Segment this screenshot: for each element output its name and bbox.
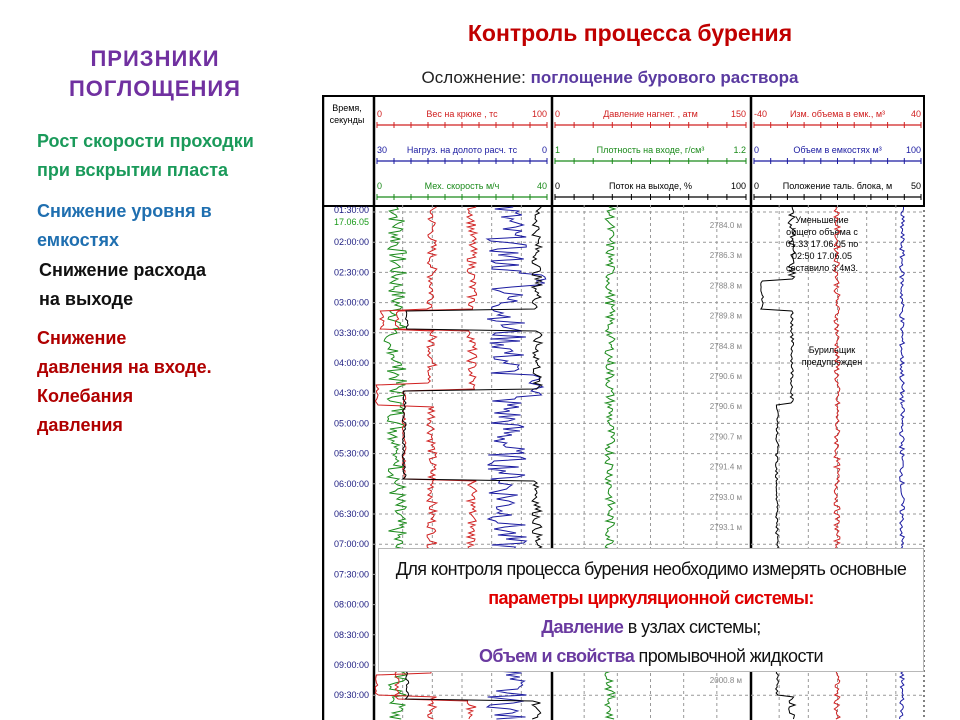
sign-line: при вскрытии пласта: [37, 160, 229, 180]
signs-heading: ПРИЗНИКИ ПОГЛОЩЕНИЯ: [40, 44, 270, 104]
time-label: 05:00:00: [334, 418, 369, 428]
scale-max: 40: [911, 109, 921, 119]
depth-label: 2784.0 м: [710, 221, 742, 230]
depth-label: 2000.8 м: [710, 676, 742, 685]
time-label: 07:30:00: [334, 569, 369, 579]
time-label: 03:30:00: [334, 328, 369, 338]
summary-emph: Давление: [541, 617, 624, 637]
annotation-volume-loss: общего объема с: [786, 227, 858, 237]
depth-label: 2788.8 м: [710, 281, 742, 290]
curve-name: Плотность на входе, г/см³: [597, 145, 705, 155]
time-label: 04:00:00: [334, 358, 369, 368]
curve-name: Давление нагнет. , атм: [603, 109, 698, 119]
curve-name: Поток на выходе, %: [609, 181, 692, 191]
scale-min: 0: [754, 181, 759, 191]
summary-box: Для контроля процесса бурения необходимо…: [378, 548, 924, 672]
scale-min: 0: [555, 109, 560, 119]
curve-name: Изм. объема в емк., м³: [790, 109, 885, 119]
depth-label: 2793.0 м: [710, 493, 742, 502]
time-label: 02:30:00: [334, 267, 369, 277]
summary-line-4: Объем и свойства промывочной жидкости: [379, 642, 923, 671]
annotation-volume-loss: 01:33 17.06.05 по: [786, 239, 858, 249]
depth-label: 2791.4 м: [710, 463, 742, 472]
summary-line-3: Давление в узлах системы;: [379, 613, 923, 642]
depth-label: 2790.6 м: [710, 402, 742, 411]
depth-label: 2784.8 м: [710, 342, 742, 351]
time-label: 03:00:00: [334, 298, 369, 308]
scale-min: 30: [377, 145, 387, 155]
time-label: 08:30:00: [334, 630, 369, 640]
summary-text: в узлах системы;: [623, 617, 762, 637]
depth-label: 2793.1 м: [710, 523, 742, 532]
depth-label: 2789.8 м: [710, 312, 742, 321]
scale-min: 0: [377, 181, 382, 191]
depth-label: 2790.7 м: [710, 432, 742, 441]
curve-name: Нагруз. на долото расч. тс: [407, 145, 518, 155]
annotation-driller: предупрежден: [802, 357, 862, 367]
subtitle-prefix: Осложнение:: [421, 68, 526, 87]
sign-tank-level-drop: Снижение уровня в емкостях: [37, 197, 212, 255]
slide-title: Контроль процесса бурения: [467, 20, 793, 46]
summary-emph: Объем и свойства: [479, 646, 635, 666]
time-label: 06:00:00: [334, 479, 369, 489]
time-label: 06:30:00: [334, 509, 369, 519]
curve-name: Вес на крюке , тс: [426, 109, 498, 119]
scale-max: 50: [911, 181, 921, 191]
sign-line: давления: [37, 415, 123, 435]
sign-line: Снижение: [37, 328, 127, 348]
depth-label: 2786.3 м: [710, 251, 742, 260]
sign-line: емкостях: [37, 230, 119, 250]
date-label: 17.06.05: [334, 217, 369, 227]
depth-label: 2790.6 м: [710, 372, 742, 381]
sign-outflow-drop: Снижение расхода на выходе: [39, 256, 206, 314]
scale-max: 100: [532, 109, 547, 119]
sign-line: Снижение уровня в: [37, 201, 212, 221]
sign-pressure-drop: Снижение давления на входе. Колебания да…: [37, 324, 212, 440]
annotation-volume-loss: 02:50 17.06.05: [792, 251, 852, 261]
scale-min: 0: [754, 145, 759, 155]
scale-min: -40: [754, 109, 767, 119]
scale-max: 100: [731, 181, 746, 191]
summary-text: промывочной жидкости: [634, 646, 824, 666]
time-header: Время,: [332, 103, 362, 113]
time-label: 02:00:00: [334, 237, 369, 247]
time-label: 09:00:00: [334, 660, 369, 670]
heading-line: ПРИЗНИКИ: [90, 46, 220, 71]
subtitle-highlight: поглощение бурового раствора: [530, 68, 799, 87]
annotation-volume-loss: Уменьшение: [795, 215, 848, 225]
sign-line: Снижение расхода: [39, 260, 206, 280]
curve-name: Мех. скорость м/ч: [425, 181, 500, 191]
log-header-frame: [322, 95, 925, 207]
scale-min: 0: [377, 109, 382, 119]
sign-line: давления на входе.: [37, 357, 212, 377]
heading-line: ПОГЛОЩЕНИЯ: [68, 76, 241, 101]
scale-max: 0: [542, 145, 547, 155]
scale-min: 1: [555, 145, 560, 155]
annotation-volume-loss: составило 3.4м3.: [786, 263, 858, 273]
summary-line-1: Для контроля процесса бурения необходимо…: [395, 559, 907, 579]
complication-subtitle: Осложнение: поглощение бурового раствора: [330, 68, 890, 88]
time-label: 07:00:00: [334, 539, 369, 549]
sign-line: на выходе: [39, 289, 134, 309]
time-label: 01:30:00: [334, 205, 369, 215]
scale-max: 100: [906, 145, 921, 155]
time-label: 09:30:00: [334, 690, 369, 700]
scale-max: 150: [731, 109, 746, 119]
sign-line: Колебания: [37, 386, 134, 406]
annotation-driller: Бурильщик: [809, 345, 856, 355]
sign-rop-increase: Рост скорости проходки при вскрытии плас…: [37, 127, 254, 185]
time-label: 05:30:00: [334, 449, 369, 459]
scale-max: 1.2: [733, 145, 746, 155]
summary-line-2: параметры циркуляционной системы:: [488, 588, 814, 608]
curve-name: Положение таль. блока, м: [783, 181, 892, 191]
scale-max: 40: [537, 181, 547, 191]
scale-min: 0: [555, 181, 560, 191]
time-label: 08:00:00: [334, 600, 369, 610]
time-label: 04:30:00: [334, 388, 369, 398]
curve-name: Объем в емкостях м³: [793, 145, 881, 155]
sign-line: Рост скорости проходки: [37, 131, 254, 151]
time-header: секунды: [330, 115, 365, 125]
